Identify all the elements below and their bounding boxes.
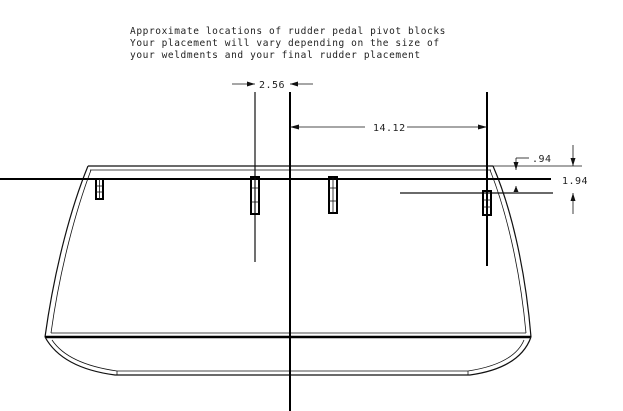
note-line-3: your weldments and your final rudder pla… (130, 50, 421, 61)
pan-right-side-outer (492, 165, 532, 338)
pivot-block-4 (482, 190, 492, 216)
pan-bottom-inner-curve (51, 339, 525, 372)
dimension-2-56: 2.56 (232, 80, 313, 91)
floor-pan-outline (44, 165, 532, 376)
note-line-1: Approximate locations of rudder pedal pi… (130, 26, 446, 37)
dimension-label-2-56: 2.56 (259, 80, 285, 91)
pivot-block-2 (250, 176, 260, 215)
dimension-0-94: .94 (513, 154, 552, 192)
pivot-block-3 (328, 176, 338, 214)
dimension-label-1-94: 1.94 (562, 176, 588, 187)
dimension-14-12: 14.12 (290, 123, 487, 134)
note-line-2: Your placement will vary depending on th… (130, 38, 440, 49)
dimension-label-14-12: 14.12 (373, 123, 406, 134)
title-note: Approximate locations of rudder pedal pi… (130, 26, 446, 61)
pan-right-side-inner (489, 169, 527, 334)
dimension-label-0-94: .94 (532, 154, 552, 165)
pan-bottom-curve (44, 336, 532, 376)
reference-lines (0, 92, 553, 411)
pivot-blocks (95, 176, 492, 216)
pivot-block-1 (95, 178, 104, 200)
pan-left-side-inner (50, 169, 92, 334)
pan-left-side-outer (44, 165, 89, 338)
dimension-1-94: 1.94 (493, 145, 588, 214)
